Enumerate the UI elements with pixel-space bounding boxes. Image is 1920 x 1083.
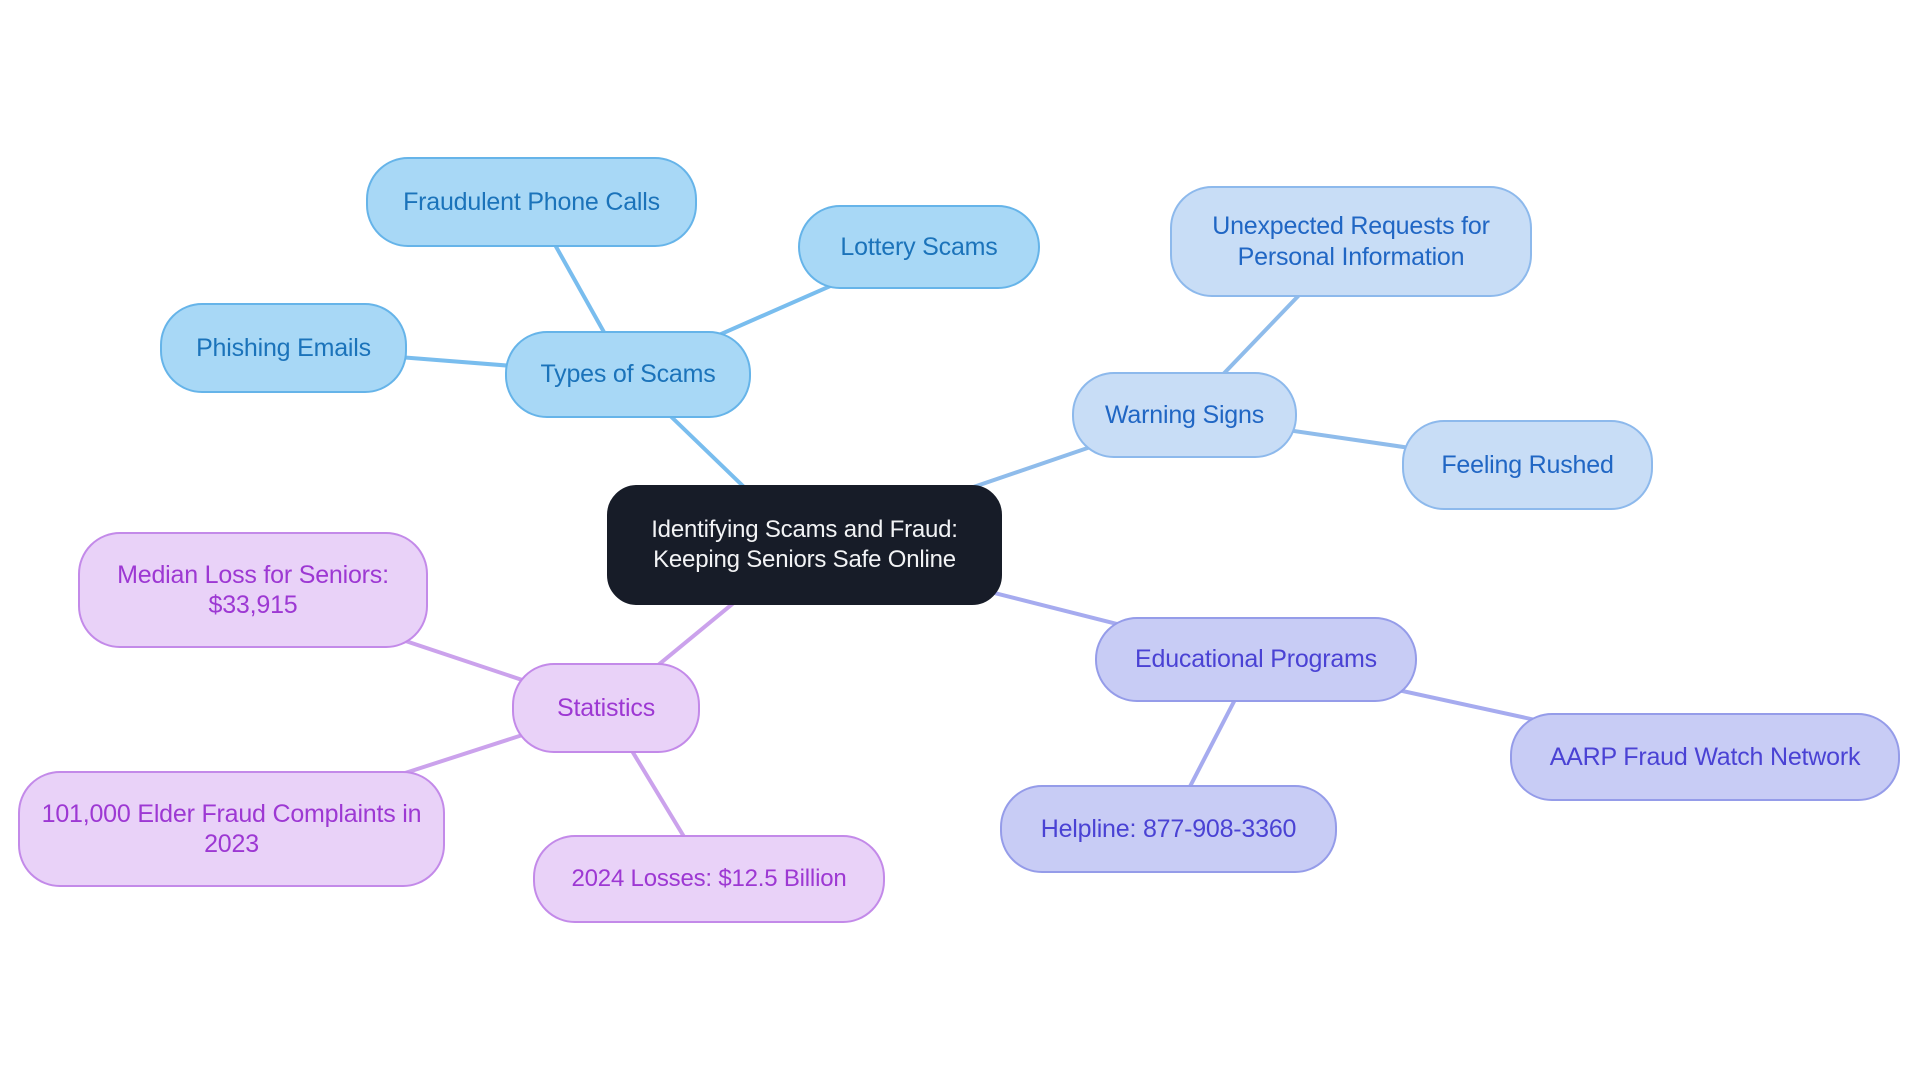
mindmap-node-helpline[interactable]: Helpline: 877-908-3360 [1000, 785, 1337, 873]
mindmap-node-phishing-emails[interactable]: Phishing Emails [160, 303, 407, 393]
mindmap-node-types-of-scams[interactable]: Types of Scams [505, 331, 751, 418]
mindmap-node-warning-signs[interactable]: Warning Signs [1072, 372, 1297, 458]
mindmap-node-median-loss[interactable]: Median Loss for Seniors: $33,915 [78, 532, 428, 648]
mindmap-node-2024-losses[interactable]: 2024 Losses: $12.5 Billion [533, 835, 885, 923]
mindmap-node-fraudulent-phone-calls[interactable]: Fraudulent Phone Calls [366, 157, 697, 247]
mindmap-node-aarp-fraud-watch[interactable]: AARP Fraud Watch Network [1510, 713, 1900, 801]
mindmap-node-feeling-rushed[interactable]: Feeling Rushed [1402, 420, 1653, 510]
mindmap-node-unexpected-requests[interactable]: Unexpected Requests for Personal Informa… [1170, 186, 1532, 297]
mindmap-node-statistics[interactable]: Statistics [512, 663, 700, 753]
mindmap-node-central-topic[interactable]: Identifying Scams and Fraud: Keeping Sen… [607, 485, 1002, 605]
mindmap-node-lottery-scams[interactable]: Lottery Scams [798, 205, 1040, 289]
mindmap-node-educational-programs[interactable]: Educational Programs [1095, 617, 1417, 702]
mindmap-node-elder-fraud-complaints[interactable]: 101,000 Elder Fraud Complaints in 2023 [18, 771, 445, 887]
